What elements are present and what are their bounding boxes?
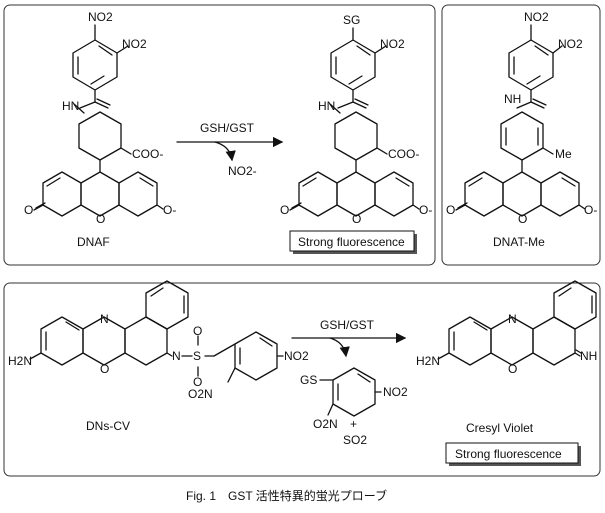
- product-sg: SG: [343, 13, 360, 27]
- dnat-me-name: DNAT-Me: [493, 235, 545, 249]
- dnaf-o-ring: O: [96, 212, 105, 226]
- dns-cv-o-ring: O: [100, 362, 109, 376]
- byproduct-no2-para: NO2: [383, 385, 408, 399]
- thioether-product-structure: [289, 27, 420, 217]
- panel-dnaf-reaction: [3, 4, 436, 266]
- product-o-keto: O: [280, 203, 289, 217]
- dnat-o-minus: O-: [584, 203, 597, 217]
- dns-cv-n-ring: N: [100, 312, 109, 326]
- product-hn: HN: [318, 99, 335, 113]
- byproduct-o2n: O2N: [313, 417, 338, 431]
- byproduct-no2: NO2-: [228, 164, 257, 178]
- dnat-me: Me: [555, 147, 572, 161]
- dns-cv-n-imine: N: [172, 349, 181, 363]
- dnaf-name: DNAF: [77, 235, 110, 249]
- figure-caption: Fig. 1 GST 活性特異的蛍光プローブ: [186, 488, 387, 503]
- cresyl-nh: NH: [580, 349, 597, 363]
- dns-cv-o2n: O2N: [188, 387, 213, 401]
- svg-text:Strong fluorescence: Strong fluorescence: [455, 447, 562, 461]
- dnaf-no2-top: NO2: [88, 10, 113, 24]
- dns-cv-o-lower: O: [193, 375, 202, 389]
- dnaf-no2-side: NO2: [122, 37, 147, 51]
- dns-cv-no2-para: NO2: [284, 349, 309, 363]
- dns-cv-s: S: [193, 349, 201, 363]
- cresyl-n-ring: N: [508, 312, 517, 326]
- dnaf-o-keto: O: [24, 203, 33, 217]
- byproduct-so2: SO2: [343, 433, 367, 447]
- dns-cv-name: DNs-CV: [86, 419, 130, 433]
- svg-text:Strong fluorescence: Strong fluorescence: [298, 235, 405, 249]
- dns-cv-structure: [29, 280, 284, 383]
- product-o-minus: O-: [419, 203, 432, 217]
- gs-dinitrobenzene-structure: [319, 367, 382, 417]
- dnat-o-ring: O: [518, 212, 527, 226]
- dnaf-hn: HN: [62, 99, 79, 113]
- dnaf-coo: COO-: [132, 147, 163, 161]
- reagent-label-1: GSH/GST: [200, 121, 255, 135]
- cresyl-violet-structure: [437, 280, 597, 366]
- dnaf-structure: [33, 24, 164, 217]
- dnaf-o-minus: O-: [163, 203, 176, 217]
- dns-cv-o-upper: O: [193, 324, 202, 338]
- product-coo: COO-: [388, 147, 419, 161]
- cresyl-h2n: H2N: [416, 354, 440, 368]
- byproduct-plus: +: [350, 417, 357, 431]
- dnat-me-structure: [455, 24, 586, 217]
- byproduct-curve-1: [214, 141, 236, 162]
- dnat-nh: NH: [504, 92, 521, 106]
- cresyl-violet-name: Cresyl Violet: [466, 421, 534, 435]
- product-no2: NO2: [380, 37, 405, 51]
- dnat-no2-side: NO2: [558, 37, 583, 51]
- panel-dns-cv-reaction: [3, 282, 601, 477]
- panel-dnat-me: [441, 4, 601, 266]
- dnat-no2-top: NO2: [524, 10, 549, 24]
- dns-cv-h2n: H2N: [8, 354, 32, 368]
- byproduct-curve-2: [329, 337, 350, 358]
- cresyl-o-ring: O: [508, 362, 517, 376]
- reagent-label-2: GSH/GST: [320, 318, 375, 332]
- product-o-ring: O: [352, 212, 361, 226]
- strong-fluorescence-badge-top: Strong fluorescence: [289, 230, 417, 254]
- byproduct-gs: GS: [300, 373, 317, 387]
- dnat-o-keto: O: [446, 203, 455, 217]
- strong-fluorescence-badge-bottom: Strong fluorescence: [445, 442, 581, 466]
